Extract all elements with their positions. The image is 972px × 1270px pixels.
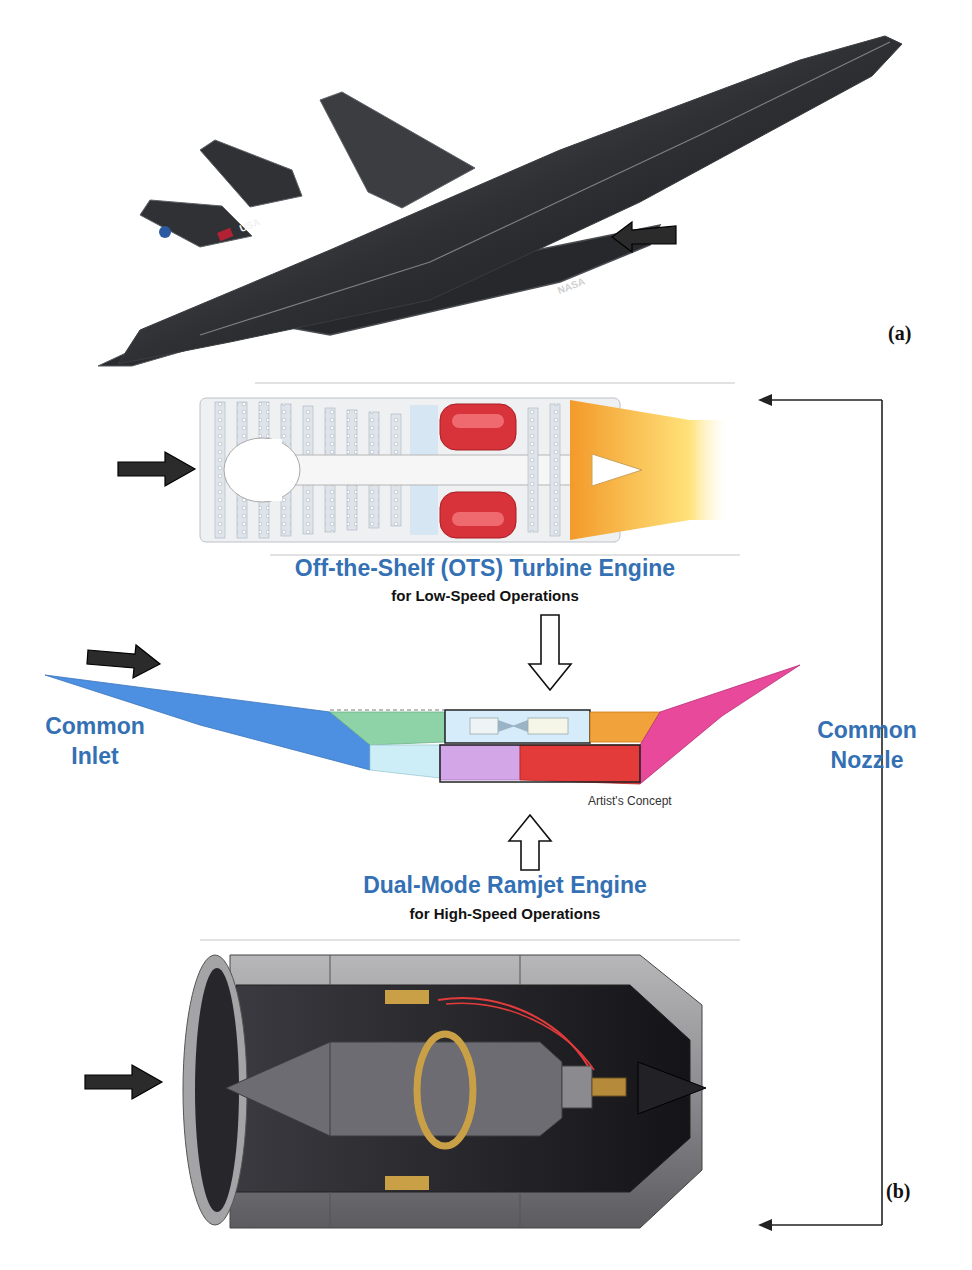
aircraft-illustration (98, 36, 902, 366)
separator-line (255, 382, 735, 384)
turbine-engine-illustration (528, 408, 538, 532)
bracket (768, 1224, 882, 1226)
engine-heading: Dual-Mode Ramjet Engine (180, 872, 830, 900)
aircraft-illustration (612, 222, 676, 252)
concept-note: Artist's Concept (588, 794, 718, 808)
ramjet-engine-illustration (385, 1176, 429, 1190)
separator-line (200, 939, 740, 941)
ramjet-engine-illustration (330, 1042, 331, 1136)
bracket (768, 399, 882, 401)
ramjet-engine-illustration (520, 1192, 521, 1228)
panel-label: (b) (886, 1180, 910, 1203)
turbine-engine-illustration (262, 455, 622, 485)
aircraft-illustration (118, 36, 902, 364)
bracket (758, 1219, 772, 1231)
turbine-engine-illustration (452, 414, 504, 428)
turbine-engine-illustration (440, 404, 516, 450)
ramjet-engine-illustration (85, 955, 706, 1228)
aircraft-illustration (217, 228, 233, 242)
turbine-engine-illustration (570, 400, 690, 540)
flowpath-illustration (370, 745, 440, 778)
flowpath-illustration (528, 718, 568, 734)
bracket (881, 400, 883, 1225)
bracket (758, 394, 882, 1231)
hollow-arrow (529, 615, 571, 690)
turbine-engine-illustration (550, 404, 560, 536)
aircraft-illustration (200, 42, 890, 335)
turbine-engine-illustration (690, 420, 726, 520)
ramjet-engine-illustration (85, 1065, 162, 1099)
separator-line (200, 383, 740, 940)
engine-subheading: for Low-Speed Operations (190, 587, 780, 605)
ramjet-engine-illustration (330, 955, 331, 985)
flowpath-illustration (87, 645, 160, 678)
turbine-engine-illustration (262, 439, 282, 501)
bracket (758, 394, 772, 406)
ramjet-engine-illustration (562, 1066, 592, 1108)
ramjet-engine-illustration (520, 955, 521, 985)
flowpath-illustration (470, 718, 498, 734)
flowpath-illustration (445, 710, 590, 743)
aircraft-illustration (140, 200, 252, 247)
flowpath-illustration (520, 745, 640, 784)
flowpath-illustration (440, 745, 640, 782)
turbine-engine-panel: Off-the-Shelf (OTS) Turbine Engine for Lo… (190, 390, 780, 615)
ramjet-engine-illustration (330, 1192, 331, 1228)
engine-heading: Off-the-Shelf (OTS) Turbine Engine (190, 555, 780, 583)
aircraft-marking: USA (238, 216, 262, 234)
inlet-label: Common Inlet (20, 712, 170, 772)
ramjet-engine-illustration (226, 1042, 562, 1136)
engine-subheading: for High-Speed Operations (180, 905, 830, 923)
panel-label: (a) (888, 322, 911, 345)
nozzle-label: Common Nozzle (792, 716, 942, 776)
turbine-engine-illustration (118, 452, 195, 486)
turbine-engine-illustration (118, 398, 726, 542)
ramjet-engine-panel: Dual-Mode Ramjet Engine for High-Speed Op… (180, 870, 830, 1232)
flowpath-illustration (640, 665, 800, 784)
flowpath-illustration (45, 645, 800, 784)
aircraft-illustration (320, 92, 475, 208)
common-flowpath: Common Inlet Common NozzleArtist's Concep… (20, 690, 950, 815)
turbine-engine-illustration (440, 492, 516, 538)
flowpath-illustration (512, 720, 528, 732)
flowpath-illustration (330, 712, 445, 745)
aircraft-illustration (159, 226, 171, 238)
turbine-engine-illustration (224, 438, 300, 502)
flowpath-illustration (440, 745, 520, 780)
ramjet-engine-illustration (446, 1003, 594, 1070)
ramjet-engine-illustration (438, 998, 588, 1066)
ramjet-engine-illustration (638, 1062, 706, 1114)
turbine-engine-illustration (592, 454, 642, 486)
hollow-arrow (509, 815, 551, 870)
ramjet-engine-illustration (385, 990, 429, 1004)
ramjet-engine-illustration (592, 1078, 626, 1096)
aircraft-illustration (200, 140, 302, 207)
flowpath-illustration (330, 710, 445, 711)
ramjet-engine-illustration (417, 1034, 473, 1146)
turbine-engine-illustration (452, 512, 504, 526)
